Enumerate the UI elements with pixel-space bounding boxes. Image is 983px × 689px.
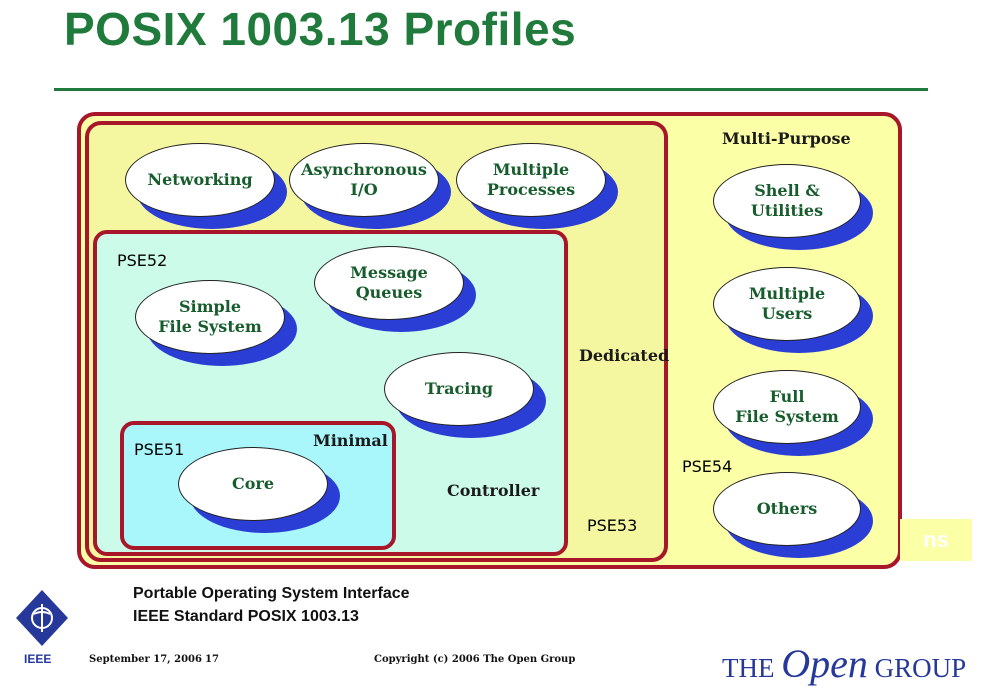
footer-date: September 17, 2006 xyxy=(89,654,202,665)
stray-text-fragment: ns xyxy=(900,519,972,561)
ieee-logo xyxy=(14,588,70,648)
minimal-label: Minimal xyxy=(313,431,388,450)
brand-the: THE xyxy=(722,653,775,683)
open-group-logo: THE Open GROUP xyxy=(722,640,966,687)
footer-line-2: IEEE Standard POSIX 1003.13 xyxy=(133,608,359,625)
title-divider xyxy=(54,88,928,91)
pse53-label: PSE53 xyxy=(587,516,638,535)
page-title: POSIX 1003.13 Profiles xyxy=(64,3,577,55)
controller-label: Controller xyxy=(447,481,540,500)
pse51-label: PSE51 xyxy=(134,440,185,459)
pse52-label: PSE52 xyxy=(117,251,168,270)
footer-line-1: Portable Operating System Interface xyxy=(133,585,410,602)
footer-page-number: 17 xyxy=(205,654,219,665)
dedicated-label: Dedicated xyxy=(579,346,670,365)
ieee-logo-text: IEEE xyxy=(24,652,52,666)
brand-group: GROUP xyxy=(874,653,967,683)
pse54-label: PSE54 xyxy=(682,457,733,476)
multi-purpose-label: Multi-Purpose xyxy=(722,129,851,148)
brand-open: Open xyxy=(781,641,868,686)
ieee-diamond-icon xyxy=(16,590,68,646)
footer-copyright: Copyright (c) 2006 The Open Group xyxy=(374,654,576,665)
